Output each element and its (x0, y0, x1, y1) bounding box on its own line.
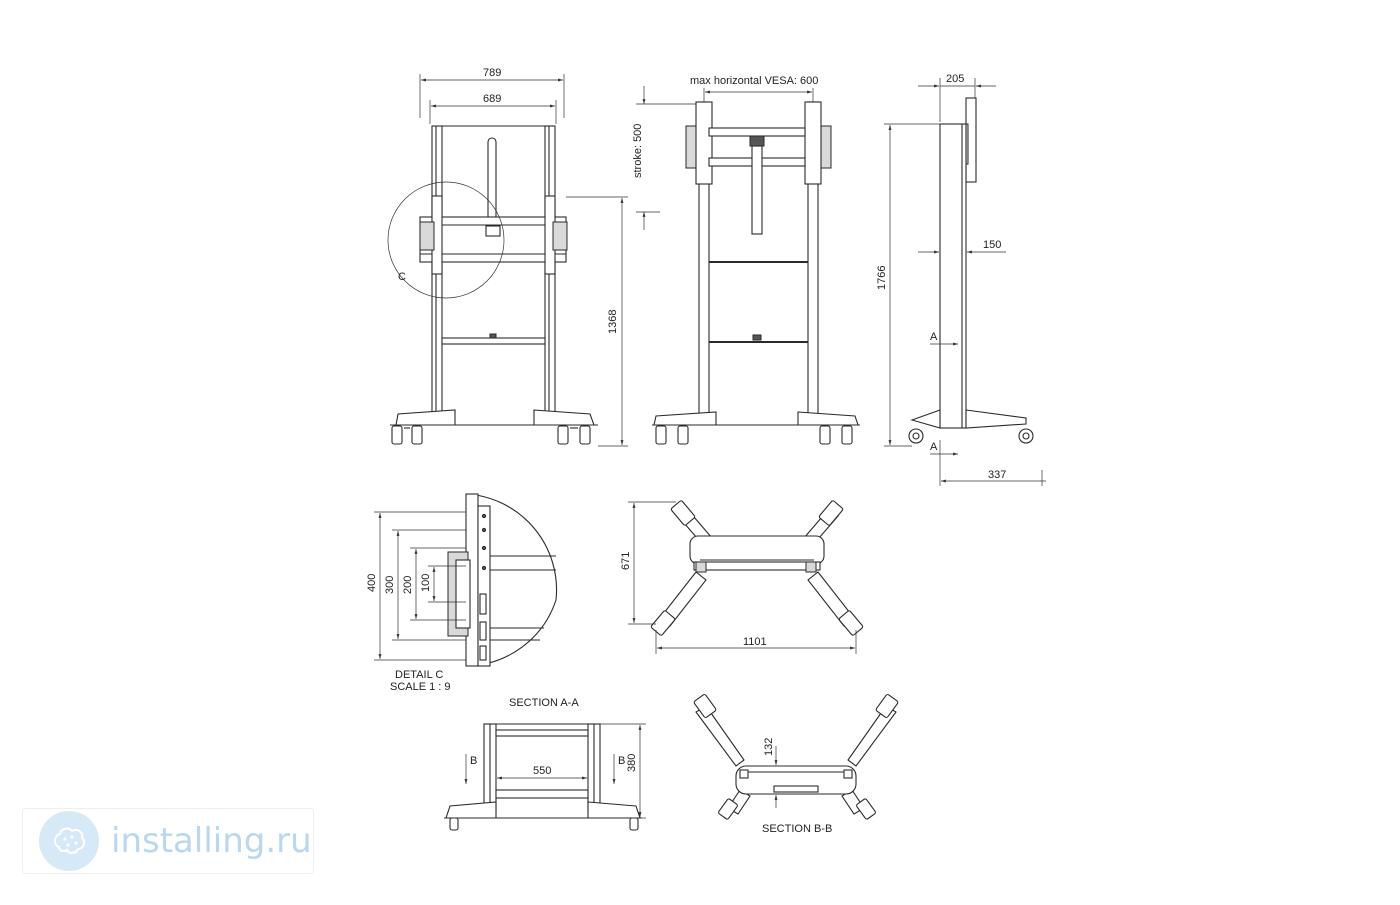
brain-icon (39, 811, 99, 871)
section-aa-width: 550 (533, 765, 551, 777)
detail-c-title: DETAIL C (395, 669, 443, 681)
section-aa-height: 380 (626, 754, 638, 772)
section-marker-a-lower: A (930, 441, 938, 453)
detail-dim-100: 100 (420, 574, 432, 592)
base-depth-label: 337 (988, 469, 1006, 481)
top-depth-label: 205 (946, 73, 964, 85)
detail-c-view: 400 300 200 100 DETAIL C SCALE 1 : 9 (366, 493, 558, 693)
detail-dim-200: 200 (402, 576, 414, 594)
mount-height-label: 1368 (607, 310, 619, 334)
base-width-1101: 1101 (743, 636, 767, 648)
detail-c-scale: SCALE 1 : 9 (390, 681, 451, 693)
base-top-view: 671 1101 (620, 500, 864, 654)
section-bb-view: 132 SECTION B-B (693, 694, 899, 835)
section-marker-b-left: B (470, 755, 477, 767)
front-view: C 789 689 1368 stroke: 500 (387, 67, 710, 447)
watermark-text: installing.ru (111, 821, 312, 861)
watermark: installing.ru (22, 808, 314, 874)
section-bb-depth: 132 (763, 738, 775, 756)
overall-height-label: 1766 (876, 266, 888, 290)
section-bb-title: SECTION B-B (762, 823, 832, 835)
section-aa-title: SECTION A-A (509, 697, 579, 709)
base-depth-671: 671 (620, 552, 632, 570)
column-depth-label: 150 (983, 239, 1001, 251)
side-view: 205 1766 150 A A 337 (876, 73, 1046, 486)
section-aa-view: SECTION A-A 550 380 B B (444, 697, 646, 831)
stroke-label: stroke: 500 (632, 124, 644, 178)
detail-dim-400: 400 (366, 574, 378, 592)
detail-c-marker: C (398, 271, 406, 283)
overall-width-label: 789 (483, 67, 501, 79)
vesa-label: max horizontal VESA: 600 (690, 75, 818, 87)
rear-view: max horizontal VESA: 600 (652, 75, 860, 445)
section-marker-a-upper: A (930, 331, 938, 343)
section-marker-b-right: B (618, 755, 625, 767)
detail-dim-300: 300 (384, 576, 396, 594)
inner-width-label: 689 (483, 93, 501, 105)
